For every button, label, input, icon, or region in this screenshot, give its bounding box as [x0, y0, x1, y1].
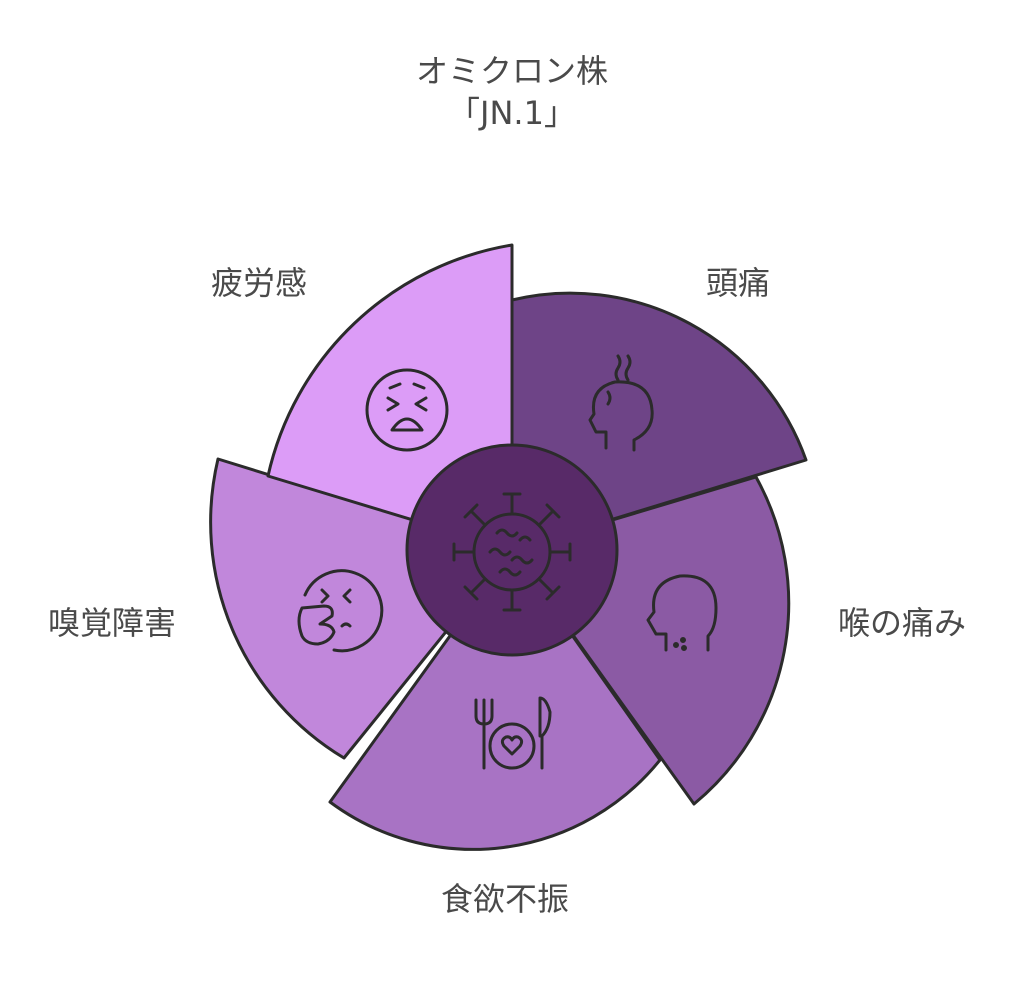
tired-face-icon: [365, 368, 449, 452]
sore-throat-head-icon: [646, 574, 718, 652]
label-headache: 頭痛: [706, 264, 771, 302]
sneezing-face-icon: [297, 569, 384, 653]
label-appetite-loss: 食欲不振: [441, 880, 570, 918]
label-smell-disorder: 嗅覚障害: [48, 604, 177, 642]
label-fatigue: 疲労感: [211, 264, 308, 302]
virus-icon: [452, 492, 572, 612]
plate-cutlery-icon: [474, 696, 552, 770]
segment-appetite-loss[interactable]: [328, 548, 662, 851]
label-sore-throat: 喉の痛み: [838, 604, 967, 642]
center-circle: [405, 443, 619, 657]
headache-head-icon: [588, 354, 654, 452]
title-line-1: オミクロン株: [415, 52, 608, 90]
title-line-2: 「JN.1」: [448, 94, 576, 132]
